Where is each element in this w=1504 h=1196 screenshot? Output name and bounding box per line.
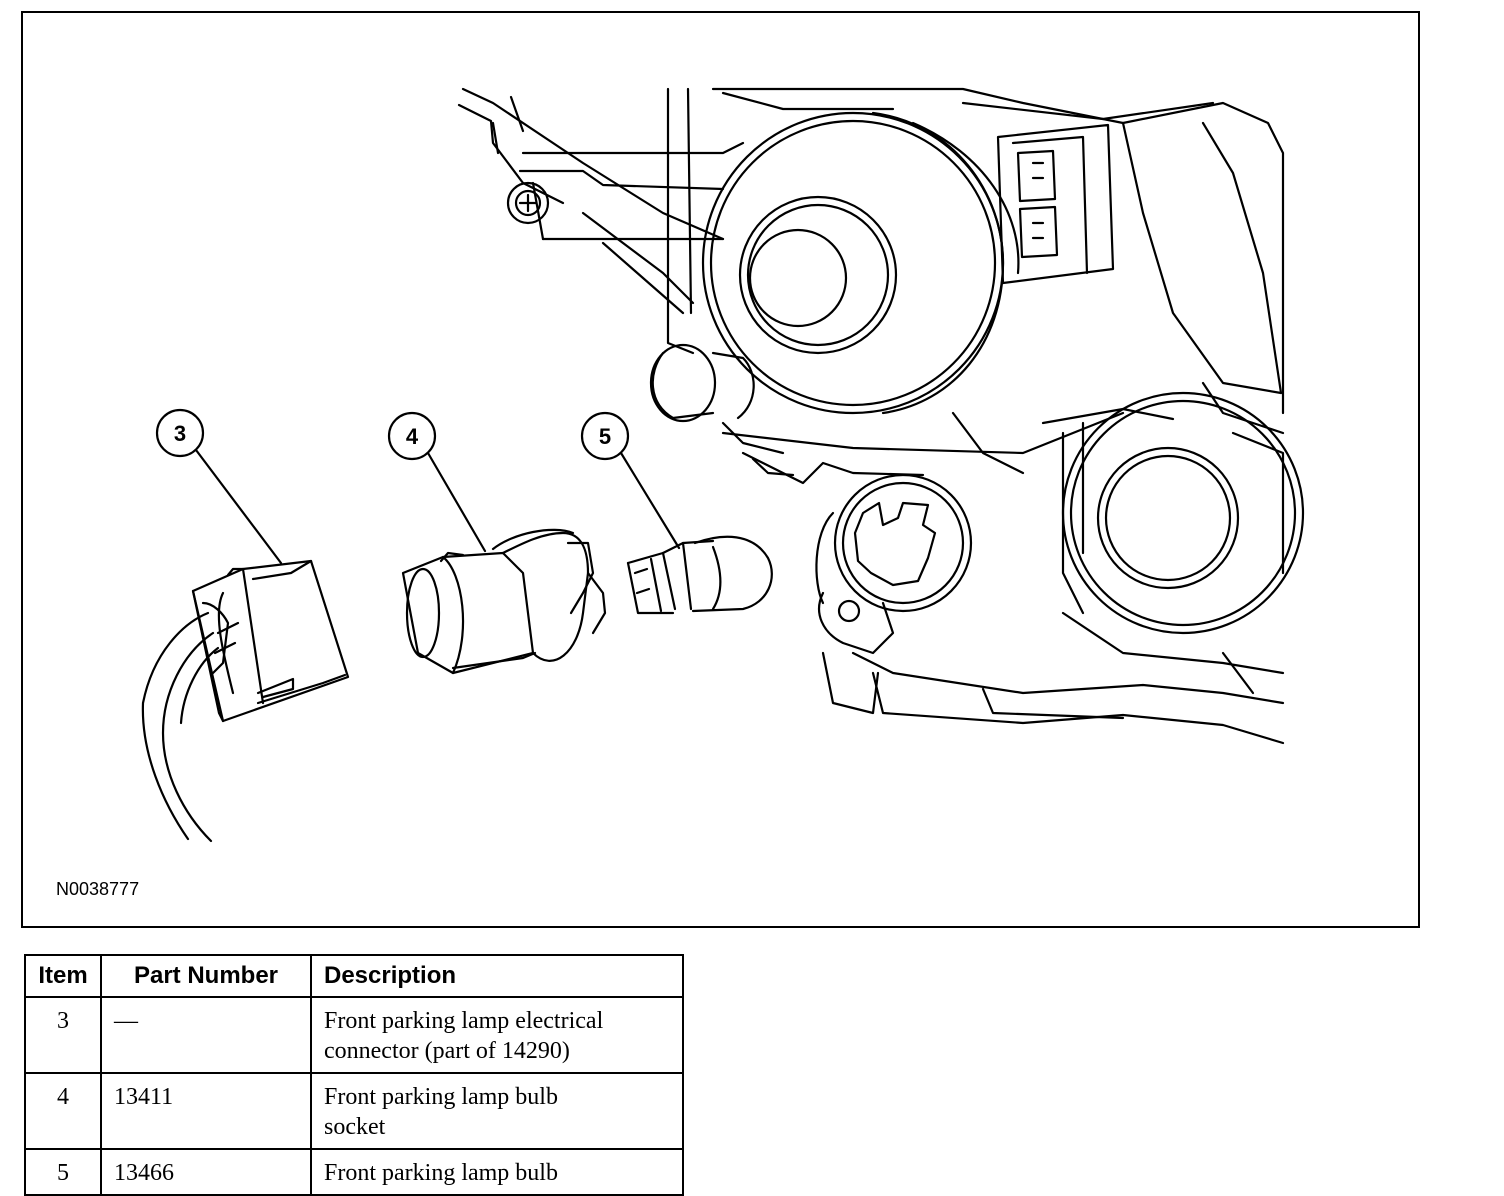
callout-5 [580, 411, 681, 550]
table-header-row: Item Part Number Description [24, 954, 684, 998]
table-row: 3 — Front parking lamp electrical connec… [24, 996, 684, 1074]
description-line: Front parking lamp bulb [324, 1160, 558, 1186]
parts-table: Item Part Number Description 3 — Front p… [24, 954, 684, 1196]
header-item: Item [24, 954, 102, 998]
callout-3-leader [194, 448, 283, 565]
callout-4-number: 4 [406, 424, 419, 449]
header-description: Description [310, 954, 684, 998]
description-line: socket [324, 1114, 386, 1140]
row-part-number: — [100, 996, 312, 1074]
callout-4 [387, 411, 487, 553]
callout-5-leader [619, 451, 681, 550]
callout-5-number: 5 [599, 424, 611, 449]
row-part-number: 13466 [100, 1148, 312, 1196]
item-3-electrical-connector [141, 559, 350, 843]
row-description: Front parking lamp bulb socket [310, 1072, 684, 1150]
description-line: connector (part of 14290) [324, 1038, 570, 1064]
description-line: Front parking lamp electrical [324, 1008, 604, 1034]
item-5-bulb [626, 535, 773, 615]
row-description: Front parking lamp electrical connector … [310, 996, 684, 1074]
row-item: 3 [24, 996, 102, 1074]
callout-3-number: 3 [174, 421, 186, 446]
callout-4-circle [387, 411, 437, 461]
exploded-view-illustration: 3 4 5 [141, 87, 1305, 843]
row-item: 4 [24, 1072, 102, 1150]
item-4-bulb-socket [401, 528, 607, 675]
headlamp-assembly [457, 87, 1305, 745]
figure-id: N0038777 [56, 879, 140, 899]
description-line: Front parking lamp bulb [324, 1084, 558, 1110]
figure-frame: 3 4 5 N0038777 [21, 11, 1420, 928]
row-description: Front parking lamp bulb [310, 1148, 684, 1196]
table-row: 5 13466 Front parking lamp bulb [24, 1148, 684, 1196]
header-part-number: Part Number [100, 954, 312, 998]
callout-3-circle [155, 408, 205, 458]
row-item: 5 [24, 1148, 102, 1196]
table-row: 4 13411 Front parking lamp bulb socket [24, 1072, 684, 1150]
callout-5-circle [580, 411, 630, 461]
callout-3 [155, 408, 283, 565]
row-part-number: 13411 [100, 1072, 312, 1150]
callout-4-leader [426, 451, 487, 553]
